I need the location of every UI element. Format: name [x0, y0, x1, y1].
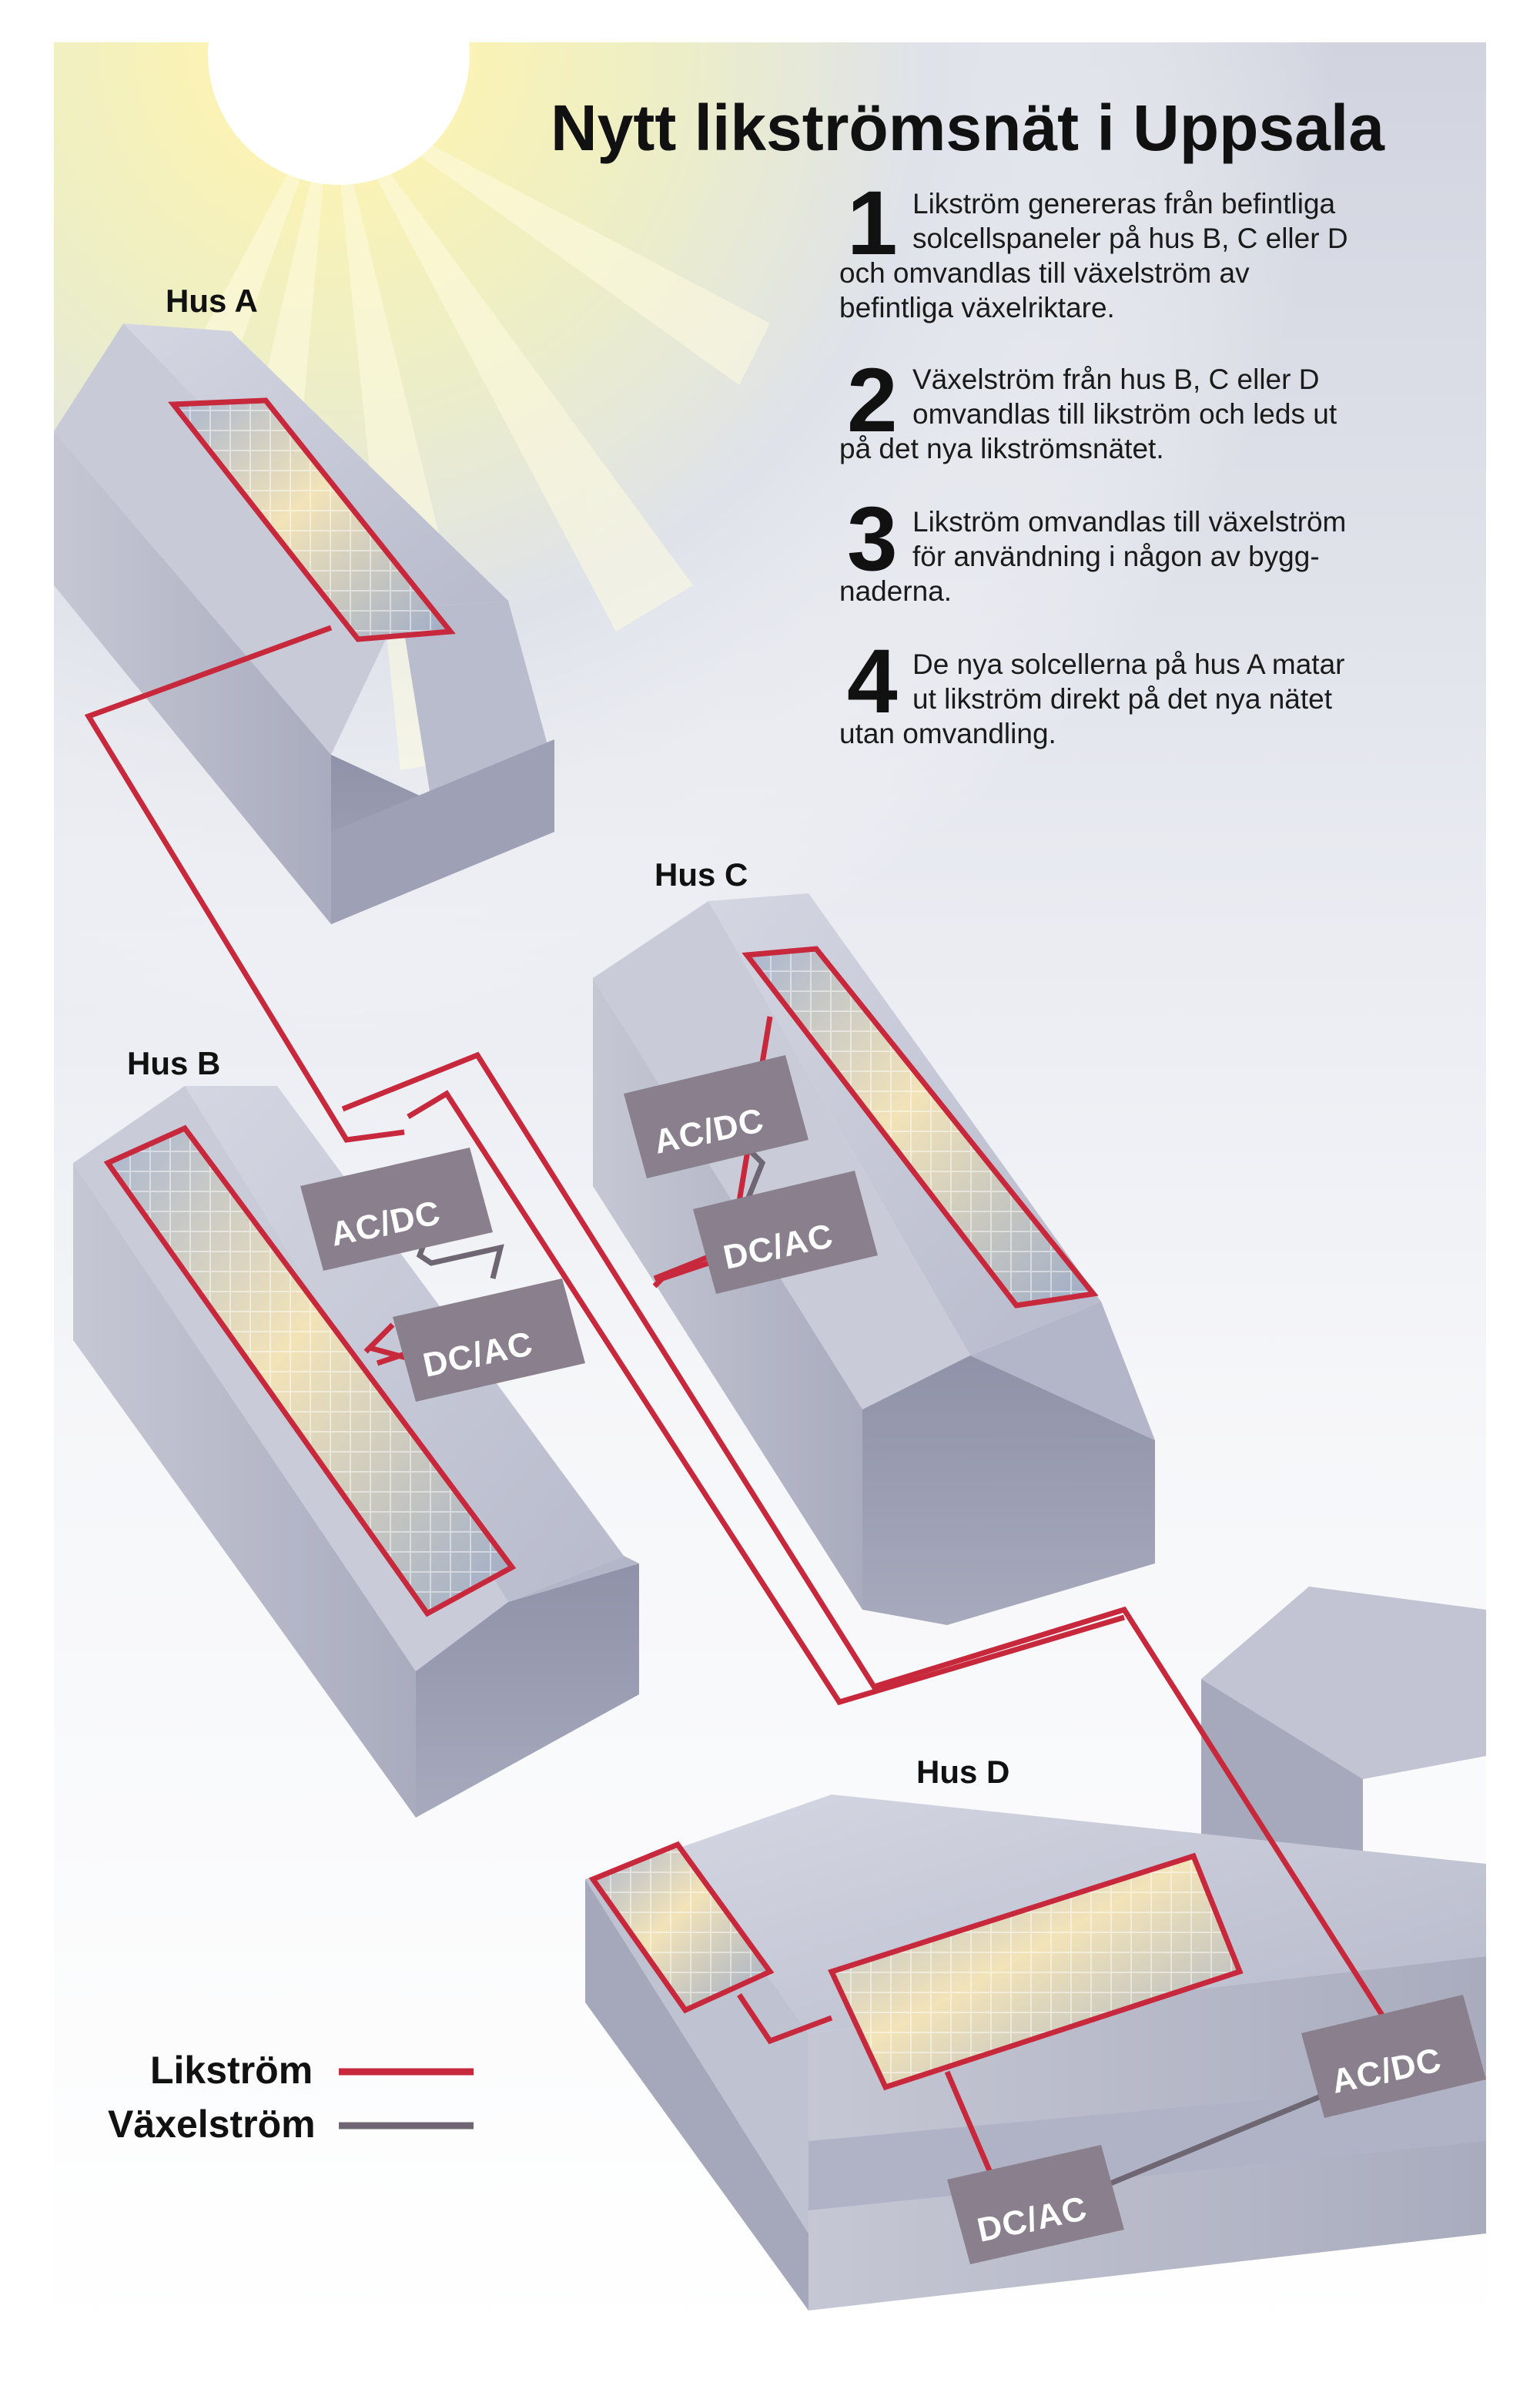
step-text-line: De nya solcellerna på hus A matar: [912, 648, 1345, 680]
converter-hus-d-dcac: DC/AC: [947, 2145, 1124, 2264]
building-hus-d: [585, 1587, 1486, 2310]
step-number: 3: [847, 488, 898, 590]
house-label-a: Hus A: [166, 283, 258, 319]
house-label-b: Hus B: [127, 1045, 220, 1081]
step-number: 2: [847, 350, 898, 451]
steps-list: 1 Likström genereras från befintliga sol…: [839, 173, 1348, 749]
step-text-line: Växelström från hus B, C eller D: [912, 364, 1319, 395]
sun: [208, 0, 470, 185]
dc-line-hus-a: [84, 625, 405, 1143]
dc-line-b-loop: [407, 1090, 1125, 1706]
step-text-line: befintliga växelriktare.: [839, 292, 1115, 323]
building-hus-b: [73, 1086, 639, 1818]
step-1: 1 Likström genereras från befintliga sol…: [839, 173, 1348, 323]
converter-boxes: AC/DC DC/AC AC/DC DC/AC AC/DC DC/AC: [300, 1055, 1486, 2264]
step-number: 1: [847, 173, 898, 274]
page-title: Nytt likströmsnät i Uppsala: [551, 92, 1385, 164]
converter-hus-b-dcac: DC/AC: [393, 1278, 585, 1402]
step-text-line: Likström genereras från befintliga: [912, 188, 1336, 219]
house-label-d: Hus D: [916, 1754, 1009, 1790]
converter-hus-c-acdc: AC/DC: [624, 1055, 808, 1178]
converter-hus-c-dcac: DC/AC: [693, 1171, 878, 1294]
house-label-c: Hus C: [654, 856, 748, 893]
step-4: 4 De nya solcellerna på hus A matar ut l…: [839, 631, 1345, 749]
legend: Likström Växelström: [108, 2049, 474, 2146]
step-text-line: omvandlas till likström och leds ut: [912, 398, 1337, 430]
step-text-line: utan omvandling.: [839, 718, 1056, 749]
step-text-line: solcellspaneler på hus B, C eller D: [912, 223, 1348, 254]
converter-hus-b-acdc: AC/DC: [300, 1148, 493, 1271]
legend-label-dc: Likström: [150, 2049, 313, 2092]
step-text-line: och omvandlas till växelström av: [839, 257, 1250, 289]
step-2: 2 Växelström från hus B, C eller D omvan…: [839, 350, 1337, 464]
ac-line-d: [1100, 2092, 1326, 2190]
dc-line-b-panel2: [363, 1322, 395, 1354]
step-text-line: naderna.: [839, 575, 952, 607]
building-hus-c: [593, 893, 1155, 1625]
step-3: 3 Likström omvandlas till växelström för…: [839, 488, 1346, 607]
dc-line-d-large: [944, 2070, 996, 2181]
legend-label-ac: Växelström: [108, 2103, 316, 2146]
building-hus-a: [54, 323, 554, 924]
step-text-line: ut likström direkt på det nya nätet: [912, 683, 1333, 715]
step-number: 4: [847, 631, 898, 732]
step-text-line: Likström omvandlas till växelström: [912, 506, 1346, 538]
step-text-line: för användning i någon av bygg-: [912, 541, 1320, 572]
dc-line-b-c-d: [341, 1051, 1396, 2035]
dc-line-d-small: [737, 1993, 833, 2045]
converter-hus-d-acdc: AC/DC: [1301, 1995, 1486, 2118]
step-text-line: på det nya likströmsnätet.: [839, 433, 1164, 464]
